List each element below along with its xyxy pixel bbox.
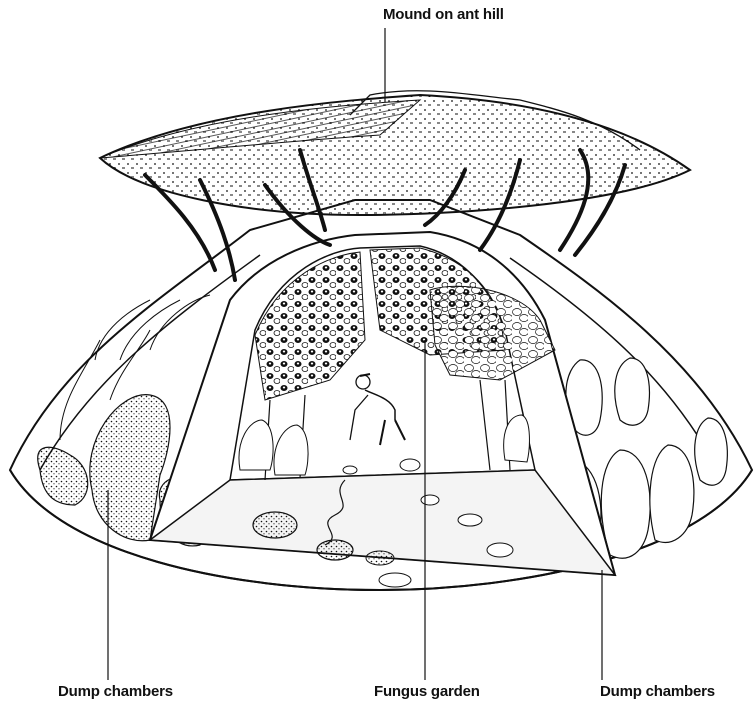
label-dump-chambers-right: Dump chambers <box>600 683 715 700</box>
label-fungus-garden: Fungus garden <box>374 683 480 700</box>
label-mound-on-ant-hill: Mound on ant hill <box>383 6 504 23</box>
label-dump-chambers-left: Dump chambers <box>58 683 173 700</box>
